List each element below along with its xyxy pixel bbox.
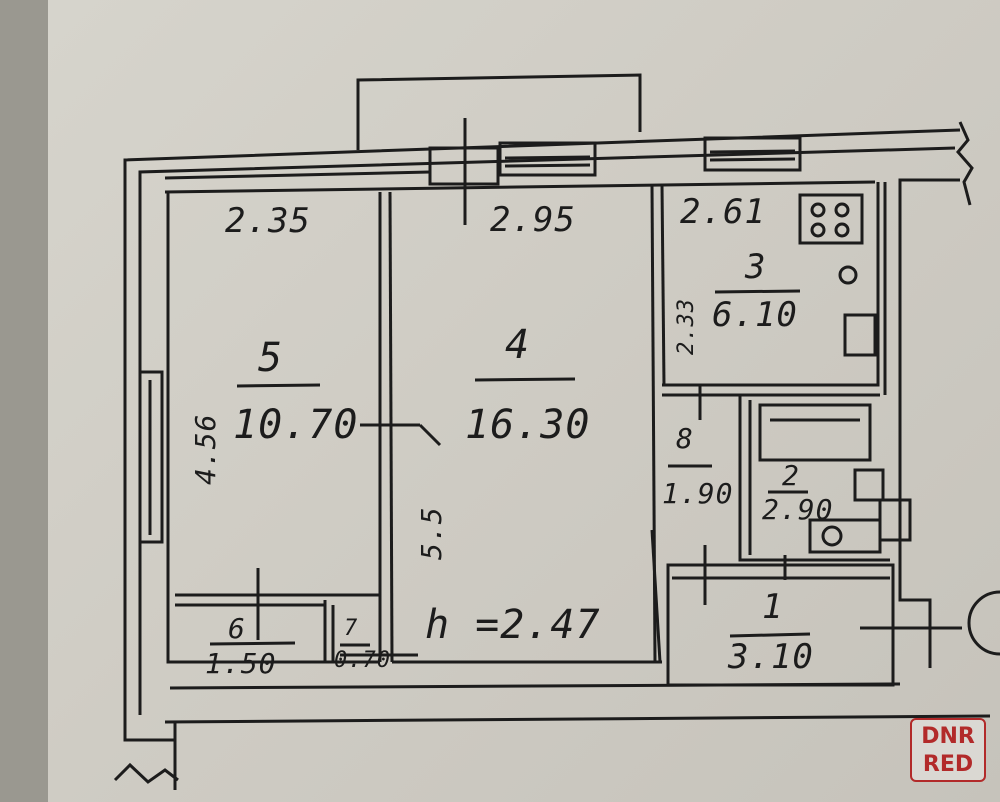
room-5-walls [166,192,380,664]
room-2-number: 2 [782,459,800,492]
room-7-area: 0.70 [334,648,391,673]
gas-meter-icon [838,265,858,285]
room-8-area: 1.90 [662,477,734,510]
right-corridor-wall [898,178,960,668]
room-3-fraction-bar [714,289,801,294]
room-3-area: 6.10 [712,295,798,335]
room-4-number: 4 [505,322,531,368]
inner-top-wall-2 [164,170,431,180]
room-1-fraction-bar [729,632,811,638]
room-6-area: 1.50 [205,647,277,680]
stove-icon [798,193,864,245]
room-3-walls [662,182,880,387]
room-1-number: 1 [762,587,784,627]
room-6-number: 6 [228,612,246,645]
room-3-width-label: 2.61 [680,192,766,232]
room-2-area: 2.90 [762,493,834,526]
room-1-area: 3.10 [728,637,814,677]
washbasin-icon [853,468,885,502]
bathroom-walls [738,395,890,562]
top-window-1 [498,141,597,177]
kitchen-sink-icon [843,313,877,357]
wall-break-mark [956,121,974,206]
bottom-break-mark [113,762,179,784]
room-7-number: 7 [344,616,359,641]
room-5-fraction-bar [236,383,321,388]
room-5-number: 5 [258,335,284,381]
room-4-width-label: 2.95 [490,200,576,240]
bottom-wall-outer [164,714,991,724]
watermark-line-2: RED [922,752,974,777]
room-8-number: 8 [676,422,694,455]
top-window-2 [703,136,802,172]
room-3-number: 3 [745,247,767,287]
bath-door-frame [878,498,912,542]
room-4-length-label: 5.5 [415,506,448,560]
ceiling-height-label: h =2.47 [425,602,601,648]
left-window [138,370,164,544]
bottom-wall-inner [169,682,901,690]
balcony-outline [356,73,642,150]
outer-wall-outer-line [123,128,961,742]
room-3-length-label: 2.33 [674,298,699,355]
watermark-line-1: DNR [921,724,975,749]
inner-top-wall [164,180,876,194]
room-6-fraction-bar [209,641,296,646]
door-4-8 [650,529,662,663]
watermark-logo: DNR RED [910,718,986,782]
room-5-width-label: 2.35 [225,201,311,241]
room-4-fraction-bar [474,377,576,382]
bathtub-icon [758,403,872,462]
room-4-area: 16.30 [465,402,591,448]
room-5-area: 10.70 [233,402,359,448]
stairwell-circle [967,590,1000,656]
room-5-length-label: 4.56 [189,413,222,485]
